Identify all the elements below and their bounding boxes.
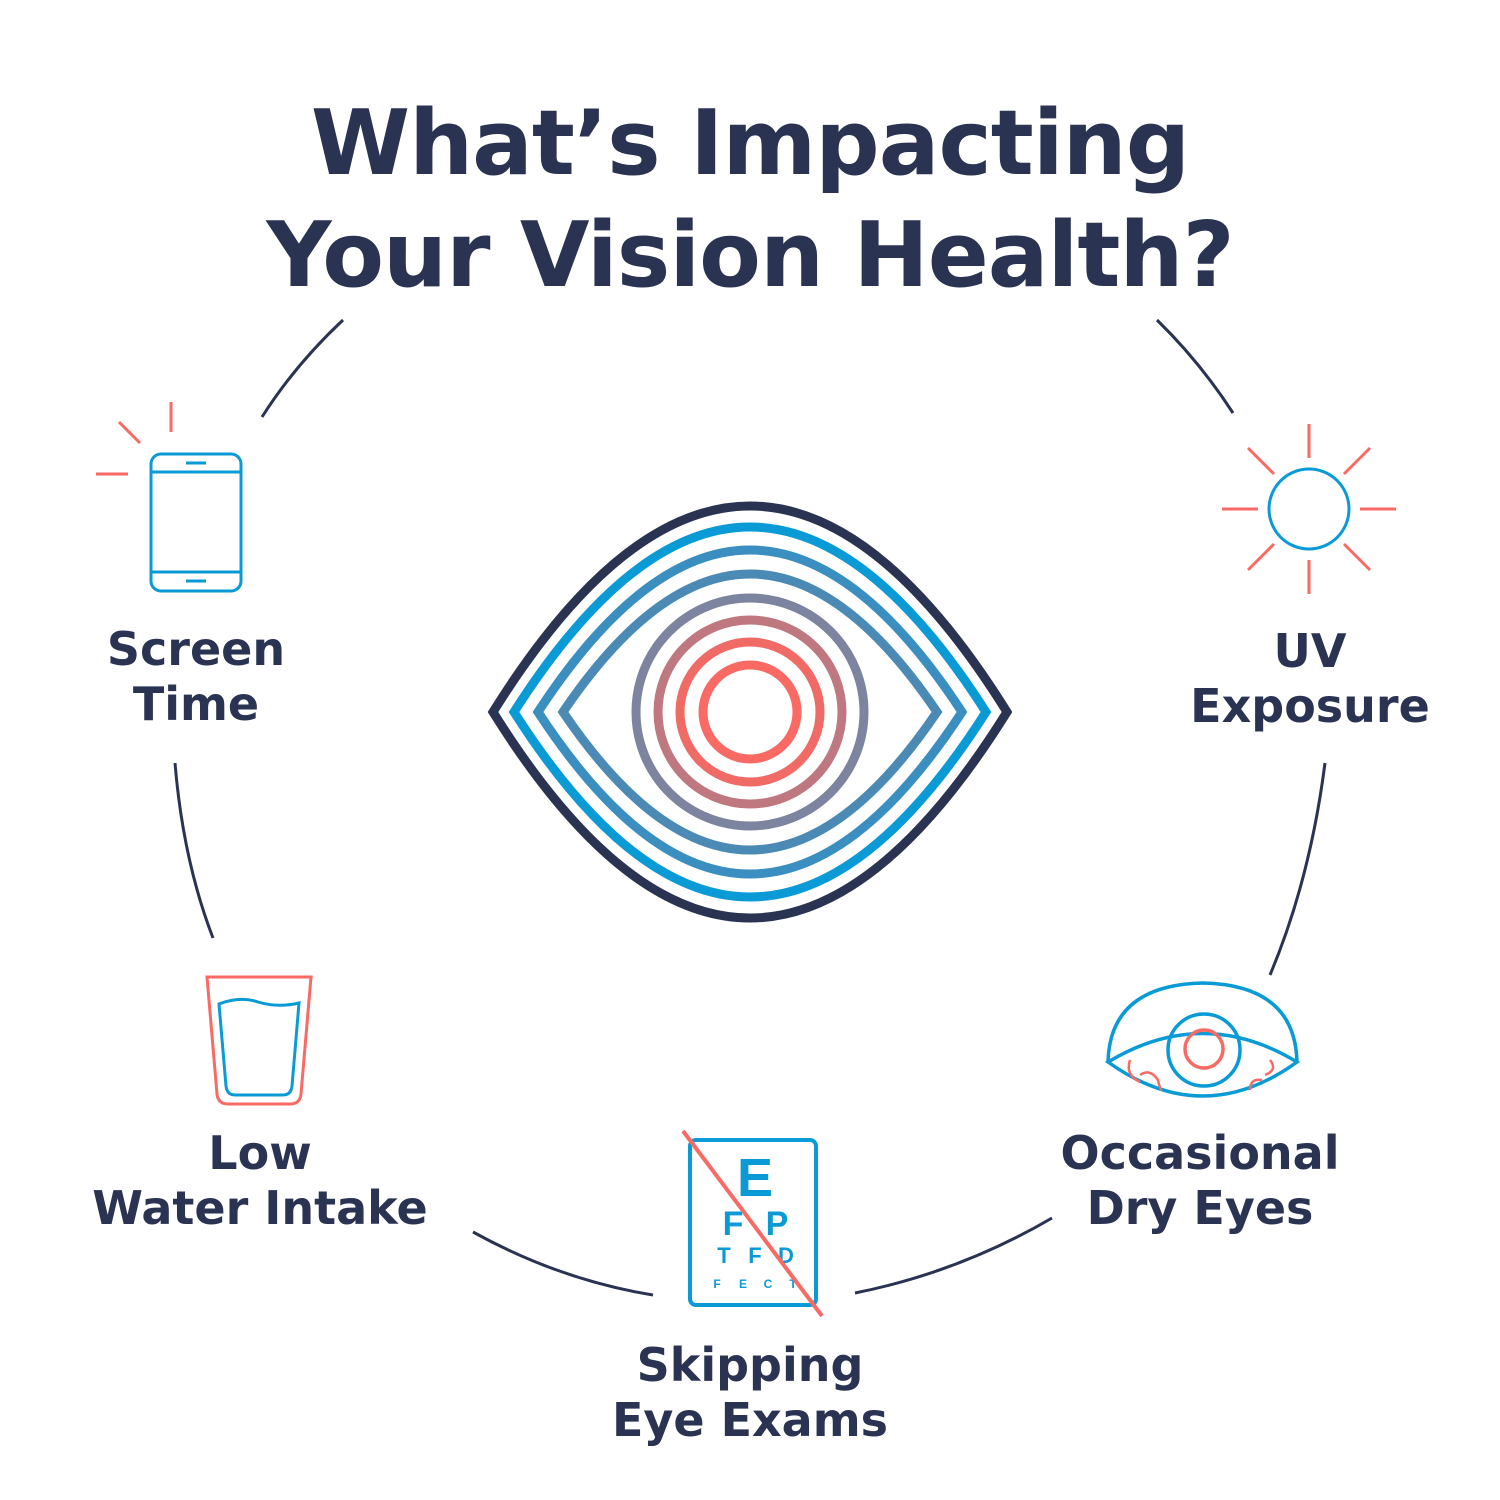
arc-bottom-right xyxy=(854,1216,1053,1295)
chart-letter: F xyxy=(748,1243,761,1268)
connector-arcs xyxy=(173,318,1327,1297)
sun-icon xyxy=(1222,424,1396,594)
arc-bottom-left xyxy=(472,1230,654,1297)
chart-letter: P xyxy=(766,1205,789,1243)
chart-letter: E xyxy=(737,1148,773,1208)
water-glass-icon xyxy=(205,975,313,1106)
smartphone-icon xyxy=(96,402,243,593)
chart-letter: E xyxy=(739,1277,747,1291)
chart-letter: F xyxy=(713,1277,720,1291)
factor-uv-exposure: UV Exposure xyxy=(1170,624,1450,734)
chart-letter: D xyxy=(778,1243,794,1268)
factor-label: Water Intake xyxy=(92,1181,428,1235)
chart-letter: C xyxy=(764,1277,773,1291)
arc-top-left xyxy=(260,318,345,418)
chart-letter: T xyxy=(789,1277,797,1291)
eye-chart-icon: E F P T F D F E C T xyxy=(681,1129,824,1318)
title-line-1: What’s Impacting xyxy=(310,91,1190,196)
factor-label: Time xyxy=(132,677,260,731)
factor-label: Screen xyxy=(106,622,286,676)
arc-right xyxy=(1268,762,1327,976)
chart-letter: F xyxy=(723,1205,744,1243)
red-eye-icon xyxy=(1104,981,1301,1098)
title-line-2: Your Vision Health? xyxy=(266,203,1234,308)
factor-label: Exposure xyxy=(1190,679,1430,733)
factor-dry-eyes: Occasional Dry Eyes xyxy=(1040,1126,1360,1236)
factor-label: Occasional xyxy=(1060,1126,1340,1180)
factor-label: Dry Eyes xyxy=(1086,1181,1314,1235)
factor-label: Skipping xyxy=(636,1338,864,1392)
page-title: What’s Impacting Your Vision Health? xyxy=(0,88,1500,312)
chart-letter: T xyxy=(717,1243,731,1268)
factor-label: UV xyxy=(1273,624,1347,678)
factor-low-water-intake: Low Water Intake xyxy=(80,1126,440,1236)
central-eye-icon xyxy=(487,501,1013,923)
factor-label: Low xyxy=(208,1126,312,1180)
arc-top-right xyxy=(1155,318,1235,414)
arc-left xyxy=(173,762,215,939)
factor-skipping-eye-exams: Skipping Eye Exams xyxy=(590,1338,910,1448)
strike-line xyxy=(681,1129,824,1318)
factor-label: Eye Exams xyxy=(611,1393,889,1447)
factor-screen-time: Screen Time xyxy=(96,622,296,732)
